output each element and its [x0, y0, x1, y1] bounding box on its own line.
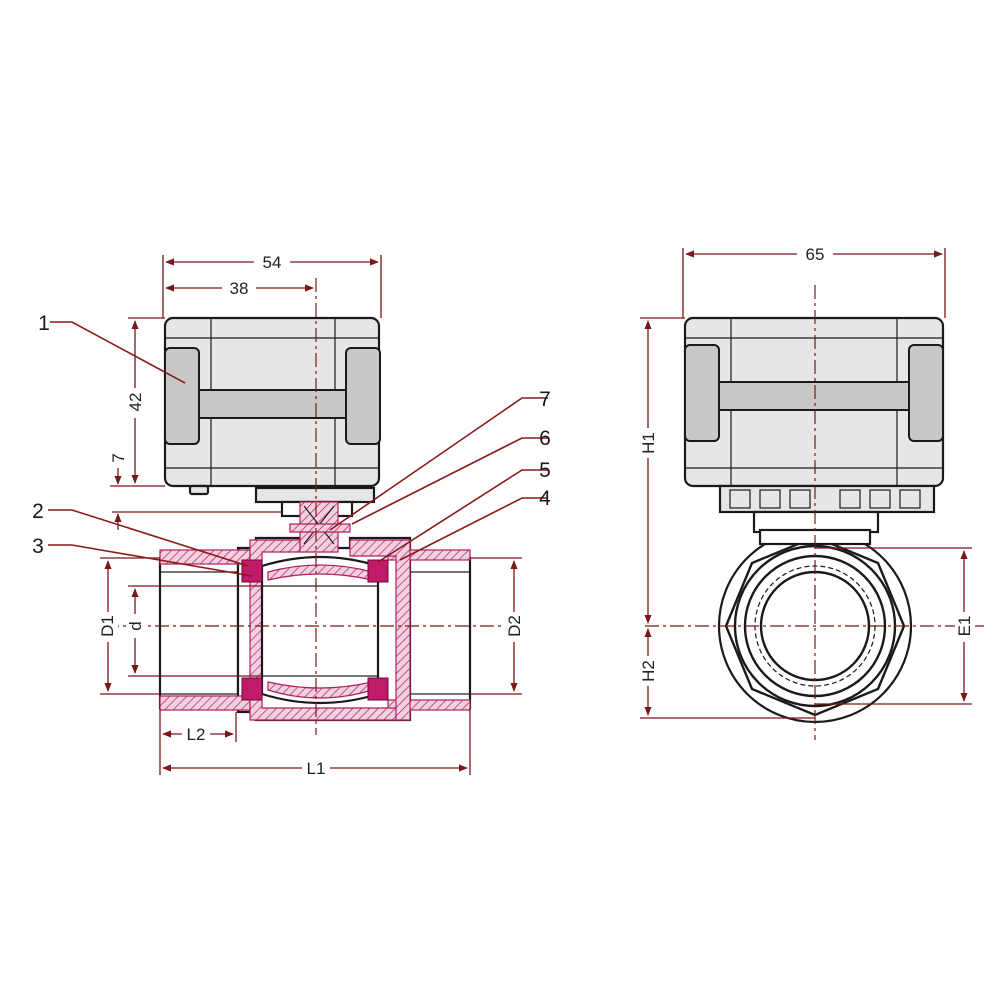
part-number-2: 2 [32, 500, 44, 523]
part-number-1: 1 [38, 312, 50, 335]
dimension-L2-label: L2 [187, 725, 206, 744]
dimension-L1-label: L1 [307, 759, 326, 778]
dimension-65-label: 65 [806, 245, 825, 264]
dimension-D1-label: D1 [98, 615, 117, 637]
dimension-E1-label: E1 [955, 616, 974, 637]
dimension-54-label: 54 [263, 253, 282, 272]
dimension-H2-label: H2 [639, 660, 658, 682]
part-number-4: 4 [539, 487, 551, 510]
dimension-7-label: 7 [109, 453, 128, 462]
left-valve-body [158, 501, 472, 722]
right-centerlines [645, 285, 985, 740]
part-number-7: 7 [539, 388, 551, 411]
part-number-3: 3 [32, 535, 44, 558]
part-number-6: 6 [539, 427, 551, 450]
left-centerlines [105, 278, 520, 735]
right-actuator [683, 316, 945, 534]
part-leaders [48, 321, 548, 577]
dimension-38-label: 38 [230, 279, 249, 298]
dimension-H1-label: H1 [639, 432, 658, 454]
dimension-d-label: d [126, 621, 145, 630]
dimension-D2-label: D2 [505, 615, 524, 637]
dimension-42-label: 42 [126, 393, 145, 412]
part-number-5: 5 [539, 459, 551, 482]
left-actuator [163, 316, 381, 518]
